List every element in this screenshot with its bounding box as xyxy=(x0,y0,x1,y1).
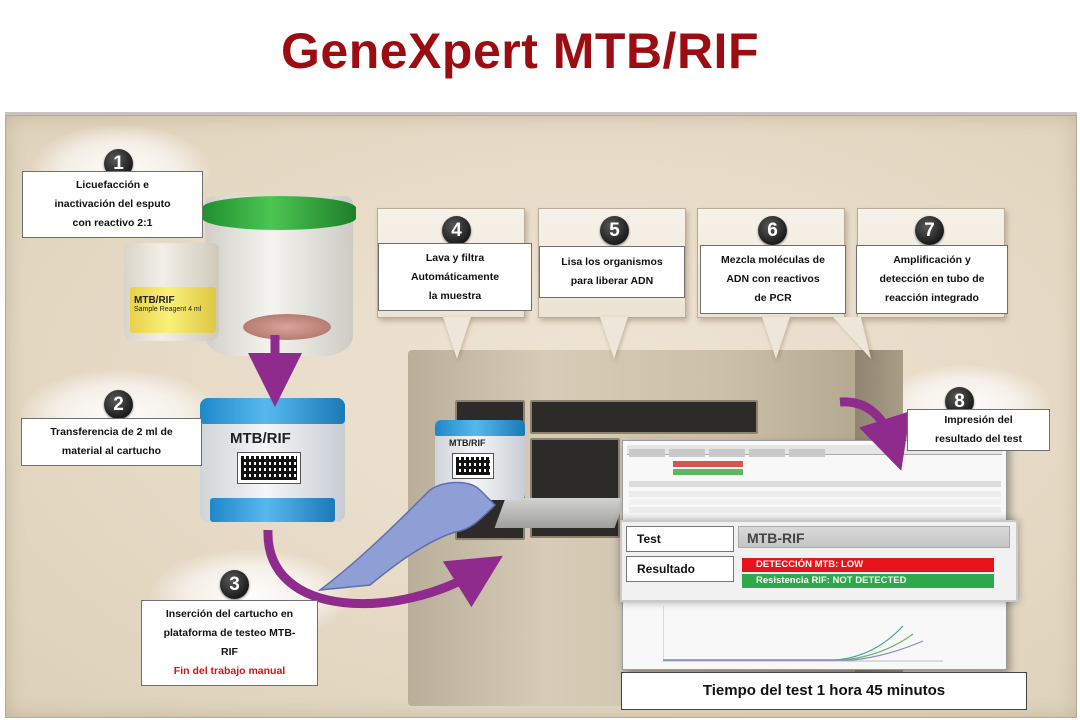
cartridge-small-cap xyxy=(435,420,525,436)
step-7-line: reacción integrado xyxy=(885,292,979,304)
step-6-line: Mezcla moléculas de xyxy=(721,254,825,266)
step-2-line: Transferencia de 2 ml de xyxy=(50,426,173,438)
step-8-callout: Impresión del resultado del test xyxy=(907,409,1050,451)
screen-table-row xyxy=(629,491,1001,497)
sputum-sample xyxy=(243,314,331,340)
mtb-detection-result: DETECCIÓN MTB: LOW xyxy=(742,558,994,572)
screen-table-header xyxy=(629,481,1001,487)
step-6-pointer xyxy=(762,317,790,359)
step-7-callout: Amplificación y detección en tubo de rea… xyxy=(856,245,1008,314)
cartridge-large-base xyxy=(210,498,335,522)
arrow-step-7-to-8 xyxy=(839,397,911,471)
result-panel: Test Resultado MTB-RIF DETECCIÓN MTB: LO… xyxy=(620,520,1018,602)
step-7-badge: 7 xyxy=(915,216,944,245)
reagent-label-subtext: Sample Reagent 4 ml xyxy=(134,306,202,313)
screen-tabs xyxy=(627,445,1002,457)
step-1-line: Licuefacción e xyxy=(76,179,149,191)
reagent-label-text: MTB/RIF xyxy=(134,295,175,306)
step-3-line: plataforma de testeo MTB- xyxy=(163,627,296,639)
barcode-icon-small xyxy=(452,453,494,479)
step-1-line: inactivación del esputo xyxy=(54,198,171,210)
screen-table-row xyxy=(629,499,1001,505)
gloved-hand-icon xyxy=(317,481,497,592)
page-title: GeneXpert MTB/RIF xyxy=(281,23,759,79)
cartridge-large-label: MTB/RIF xyxy=(230,430,291,447)
step-4-line: la muestra xyxy=(428,289,482,302)
cartridge-small-label: MTB/RIF xyxy=(449,438,486,448)
reagent-bottle-label: MTB/RIF Sample Reagent 4 ml xyxy=(130,287,216,333)
step-6-line: ADN con reactivos xyxy=(726,273,820,285)
specimen-jar-lid xyxy=(202,196,356,230)
step-3-callout: Inserción del cartucho en plataforma de … xyxy=(141,600,318,686)
step-7-line: detección en tubo de xyxy=(879,273,985,285)
step-4-callout: Lava y filtra Automáticamente la muestra xyxy=(378,243,532,311)
step-4-pointer xyxy=(443,317,471,359)
specimen-jar xyxy=(202,196,356,356)
step-2-badge: 2 xyxy=(104,390,133,419)
step-1-callout: Licuefacción e inactivación del esputo c… xyxy=(22,171,203,238)
step-5-line: para liberar ADN xyxy=(570,275,654,287)
screen-table-row xyxy=(629,507,1001,513)
step-3-line: RIF xyxy=(221,646,238,658)
step-6-badge: 6 xyxy=(758,216,787,245)
panel-top-rule xyxy=(5,112,1077,115)
step-8-line: Impresión del xyxy=(944,414,1013,426)
rif-resistance-result: Resistencia RIF: NOT DETECTED xyxy=(742,574,994,588)
step-8-line: resultado del test xyxy=(935,433,1022,445)
step-6-callout: Mezcla moléculas de ADN con reactivos de… xyxy=(700,245,846,314)
result-label: Resultado xyxy=(626,556,734,582)
arrow-step-2-to-3 xyxy=(263,529,503,609)
amplification-curves xyxy=(663,606,943,662)
assay-name: MTB-RIF xyxy=(738,526,1010,548)
step-1-line: con reactivo 2:1 xyxy=(72,217,153,229)
step-6-line: de PCR xyxy=(754,292,792,304)
barcode-icon xyxy=(237,452,301,484)
reagent-bottle: MTB/RIF Sample Reagent 4 ml xyxy=(124,243,219,341)
module-bay-2 xyxy=(530,400,758,434)
screen-status-red xyxy=(673,461,743,467)
cartridge-large: MTB/RIF xyxy=(200,398,345,522)
step-5-pointer xyxy=(600,317,628,359)
step-3-badge: 3 xyxy=(220,570,249,599)
step-5-callout: Lisa los organismos para liberar ADN xyxy=(539,246,685,298)
step-4-badge: 4 xyxy=(442,216,471,245)
step-3-note: Fin del trabajo manual xyxy=(173,665,286,677)
test-label: Test xyxy=(626,526,734,552)
step-2-callout: Transferencia de 2 ml de material al car… xyxy=(21,418,202,466)
step-2-line: material al cartucho xyxy=(61,445,162,457)
step-4-line: Automáticamente xyxy=(410,270,500,283)
step-7-line: Amplificación y xyxy=(893,254,971,266)
step-5-line: Lisa los organismos xyxy=(561,256,663,268)
step-3-line: Inserción del cartucho en xyxy=(165,608,294,620)
test-duration: Tiempo del test 1 hora 45 minutos xyxy=(621,672,1027,710)
step-5-badge: 5 xyxy=(600,216,629,245)
step-4-line: Lava y filtra xyxy=(425,251,485,264)
screen-status-green xyxy=(673,469,743,475)
